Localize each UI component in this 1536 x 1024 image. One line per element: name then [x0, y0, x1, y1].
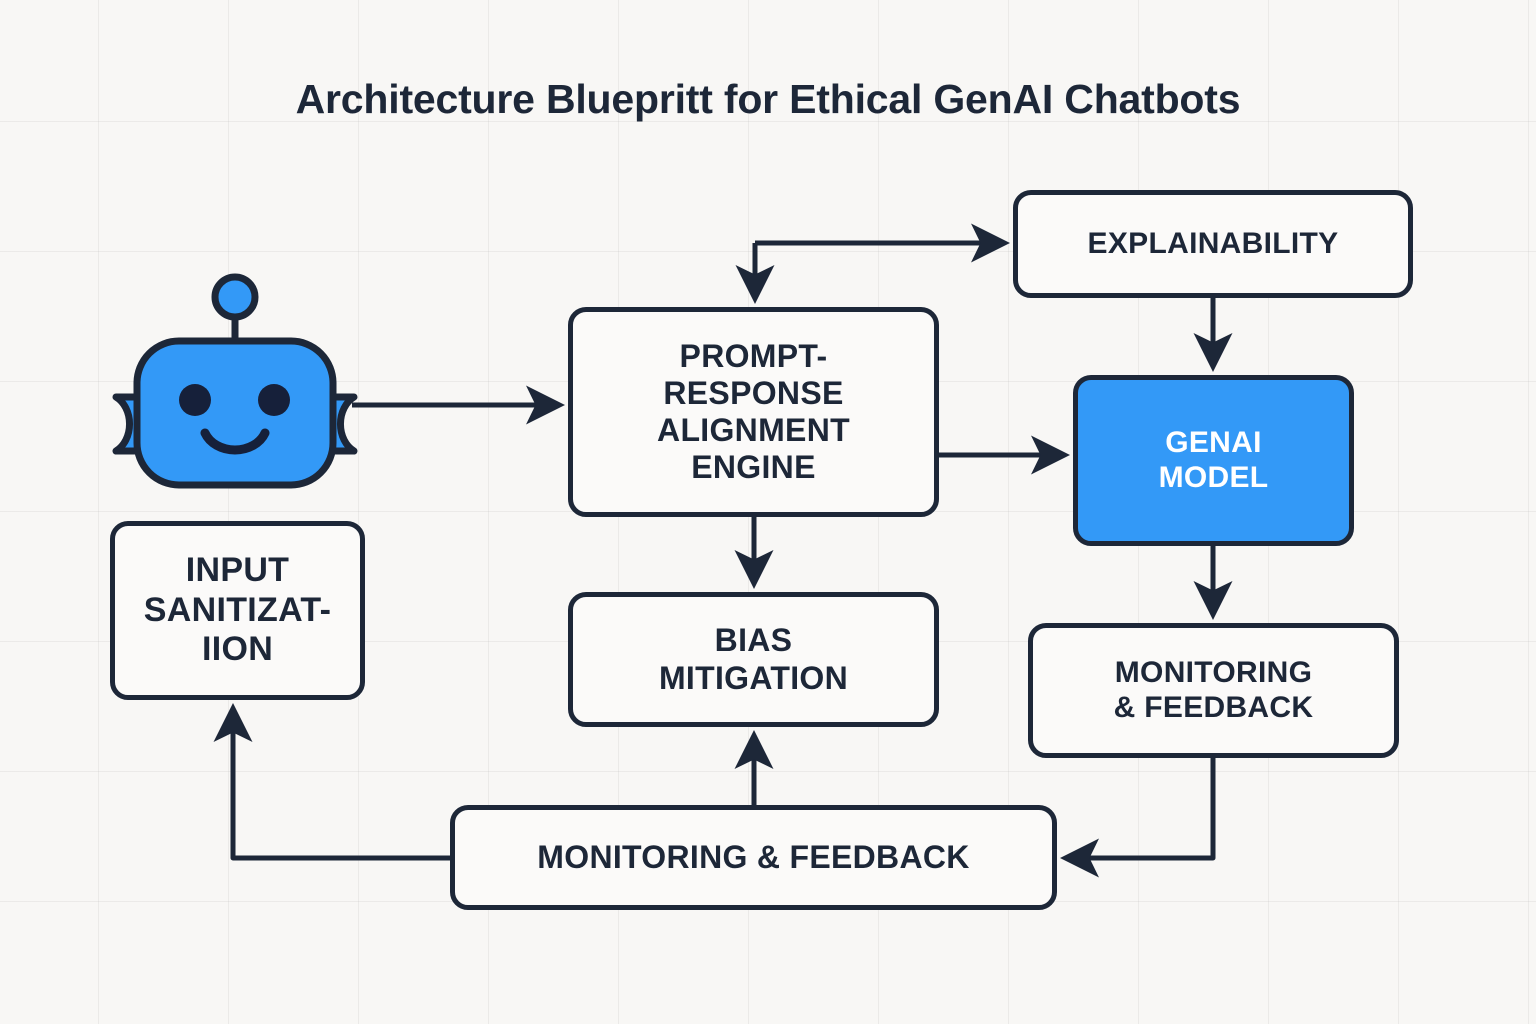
robot-eye-right — [258, 384, 290, 416]
node-alignment-engine-label: PROMPT- RESPONSE ALIGNMENT ENGINE — [657, 337, 850, 486]
page-title: Architecture Bluepritt for Ethical GenAI… — [295, 76, 1241, 122]
edge-monitoring-bottom-to-input-sanitization — [213, 702, 450, 861]
node-monitoring-bottom[interactable]: MONITORING & FEEDBACK — [450, 805, 1057, 910]
node-explainability-label: EXPLAINABILITY — [1087, 226, 1339, 260]
node-monitoring-bottom-label: MONITORING & FEEDBACK — [537, 838, 970, 875]
node-explainability[interactable]: EXPLAINABILITY — [1013, 190, 1413, 298]
robot-avatar-icon — [112, 273, 358, 489]
node-alignment-engine[interactable]: PROMPT- RESPONSE ALIGNMENT ENGINE — [568, 307, 939, 517]
robot-smile — [200, 428, 270, 455]
node-bias-mitigation-label: BIAS MITIGATION — [658, 622, 849, 696]
node-genai-model-label: GENAI MODEL — [1158, 425, 1269, 494]
node-input-sanitization-label: INPUT SANITIZAT- IION — [143, 551, 332, 669]
robot-eye-left — [179, 384, 211, 416]
edge-monitoring-right-to-monitoring-bottom — [1059, 758, 1216, 878]
node-input-sanitization[interactable]: INPUT SANITIZAT- IION — [110, 521, 365, 700]
node-bias-mitigation[interactable]: BIAS MITIGATION — [568, 592, 939, 727]
node-genai-model[interactable]: GENAI MODEL — [1073, 375, 1354, 546]
node-monitoring-right[interactable]: MONITORING & FEEDBACK — [1028, 623, 1399, 758]
node-monitoring-right-label: MONITORING & FEEDBACK — [1113, 655, 1314, 724]
